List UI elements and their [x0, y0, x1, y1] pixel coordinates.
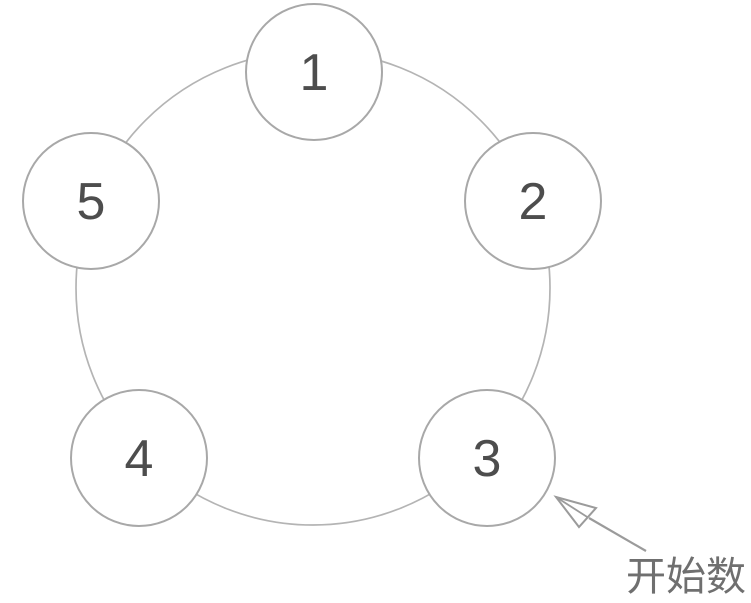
- node-2: 2: [464, 132, 602, 270]
- node-3-circle: [418, 389, 556, 527]
- node-2-label: 2: [519, 173, 548, 231]
- node-1: 1: [245, 3, 383, 141]
- node-4-circle: [70, 389, 208, 527]
- node-4: 4: [70, 389, 208, 527]
- node-3: 3: [418, 389, 556, 527]
- node-5: 5: [22, 132, 160, 270]
- node-1-circle: [245, 3, 383, 141]
- start-label: 开始数: [626, 554, 746, 600]
- arrowhead-crease: [555, 496, 589, 519]
- node-5-circle: [22, 132, 160, 270]
- node-3-label: 3: [473, 430, 502, 488]
- node-5-label: 5: [77, 173, 106, 231]
- node-1-label: 1: [300, 44, 329, 102]
- start-arrow: [553, 495, 647, 552]
- node-4-label: 4: [125, 430, 154, 488]
- node-2-circle: [464, 132, 602, 270]
- arrow-shaft: [588, 517, 647, 552]
